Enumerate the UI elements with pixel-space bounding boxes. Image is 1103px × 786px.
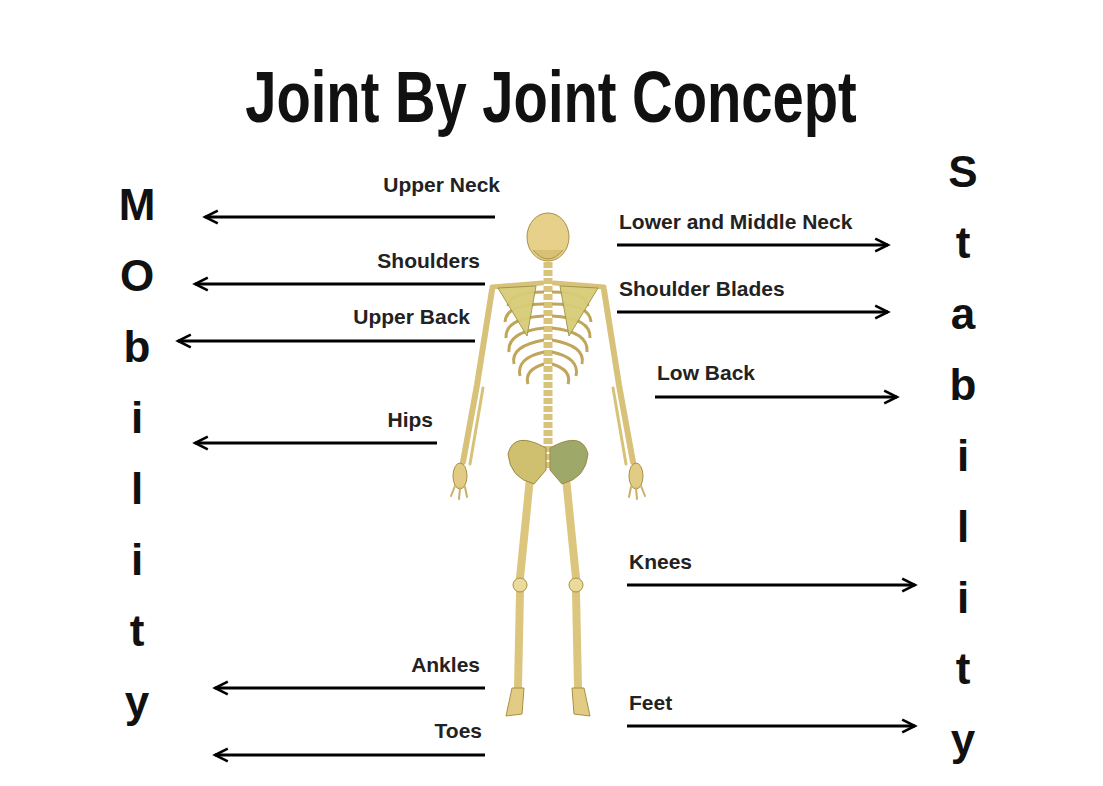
kneecap [513, 578, 583, 592]
arrow [195, 442, 437, 445]
skull [527, 213, 569, 261]
joint-label: Shoulders [377, 249, 480, 273]
axis-word: Stability [941, 136, 985, 775]
arrow [178, 340, 475, 343]
ribcage [552, 364, 569, 384]
foot [572, 688, 590, 716]
arrow [178, 217, 915, 755]
arrow [627, 584, 915, 587]
skull [527, 213, 569, 261]
shoulder-blade [560, 286, 598, 336]
axis-word: MObility [115, 169, 159, 737]
leg-bone [518, 592, 520, 688]
finger [629, 487, 631, 497]
pelvis [508, 440, 588, 484]
leg-bone [566, 478, 576, 578]
arrow [205, 216, 495, 219]
finger [465, 487, 467, 497]
shoulder-blade [498, 286, 536, 336]
pelvis [508, 440, 546, 484]
arrow [627, 725, 915, 728]
joint-label: Knees [629, 550, 692, 574]
leg-bone [576, 592, 578, 688]
diagram-title: Joint By Joint Concept [245, 61, 857, 133]
kneecap [513, 578, 527, 592]
leg-bone [520, 478, 530, 578]
joint-label: Shoulder Blades [619, 277, 785, 301]
ribcage [527, 364, 544, 384]
joint-label: Hips [387, 408, 433, 432]
arrow [617, 244, 888, 247]
pelvis [550, 440, 588, 484]
joint-label: Lower and Middle Neck [619, 210, 852, 234]
arm-bone [613, 388, 626, 464]
arrow [655, 396, 897, 399]
joint-label: Low Back [657, 361, 755, 385]
shoulder-blade [498, 286, 598, 336]
finger [636, 488, 637, 499]
arrow [215, 754, 485, 757]
skeleton [451, 213, 645, 716]
joint-label: Ankles [411, 653, 480, 677]
foot [506, 688, 590, 716]
spine [544, 262, 553, 470]
arrow [195, 283, 485, 286]
joint-label: Upper Neck [383, 173, 500, 197]
skull [533, 250, 563, 259]
joint-label: Feet [629, 691, 672, 715]
arm-bone [604, 290, 633, 462]
arrow [617, 311, 888, 314]
arm-bone [470, 388, 483, 464]
finger [451, 486, 455, 496]
foot [506, 688, 524, 716]
finger [451, 486, 645, 499]
spine [548, 262, 549, 470]
kneecap [569, 578, 583, 592]
finger [641, 486, 645, 496]
arrow [215, 687, 485, 690]
finger [459, 488, 460, 499]
joint-label: Upper Back [353, 305, 470, 329]
joint-label: Toes [435, 719, 482, 743]
collarbone [492, 283, 604, 287]
